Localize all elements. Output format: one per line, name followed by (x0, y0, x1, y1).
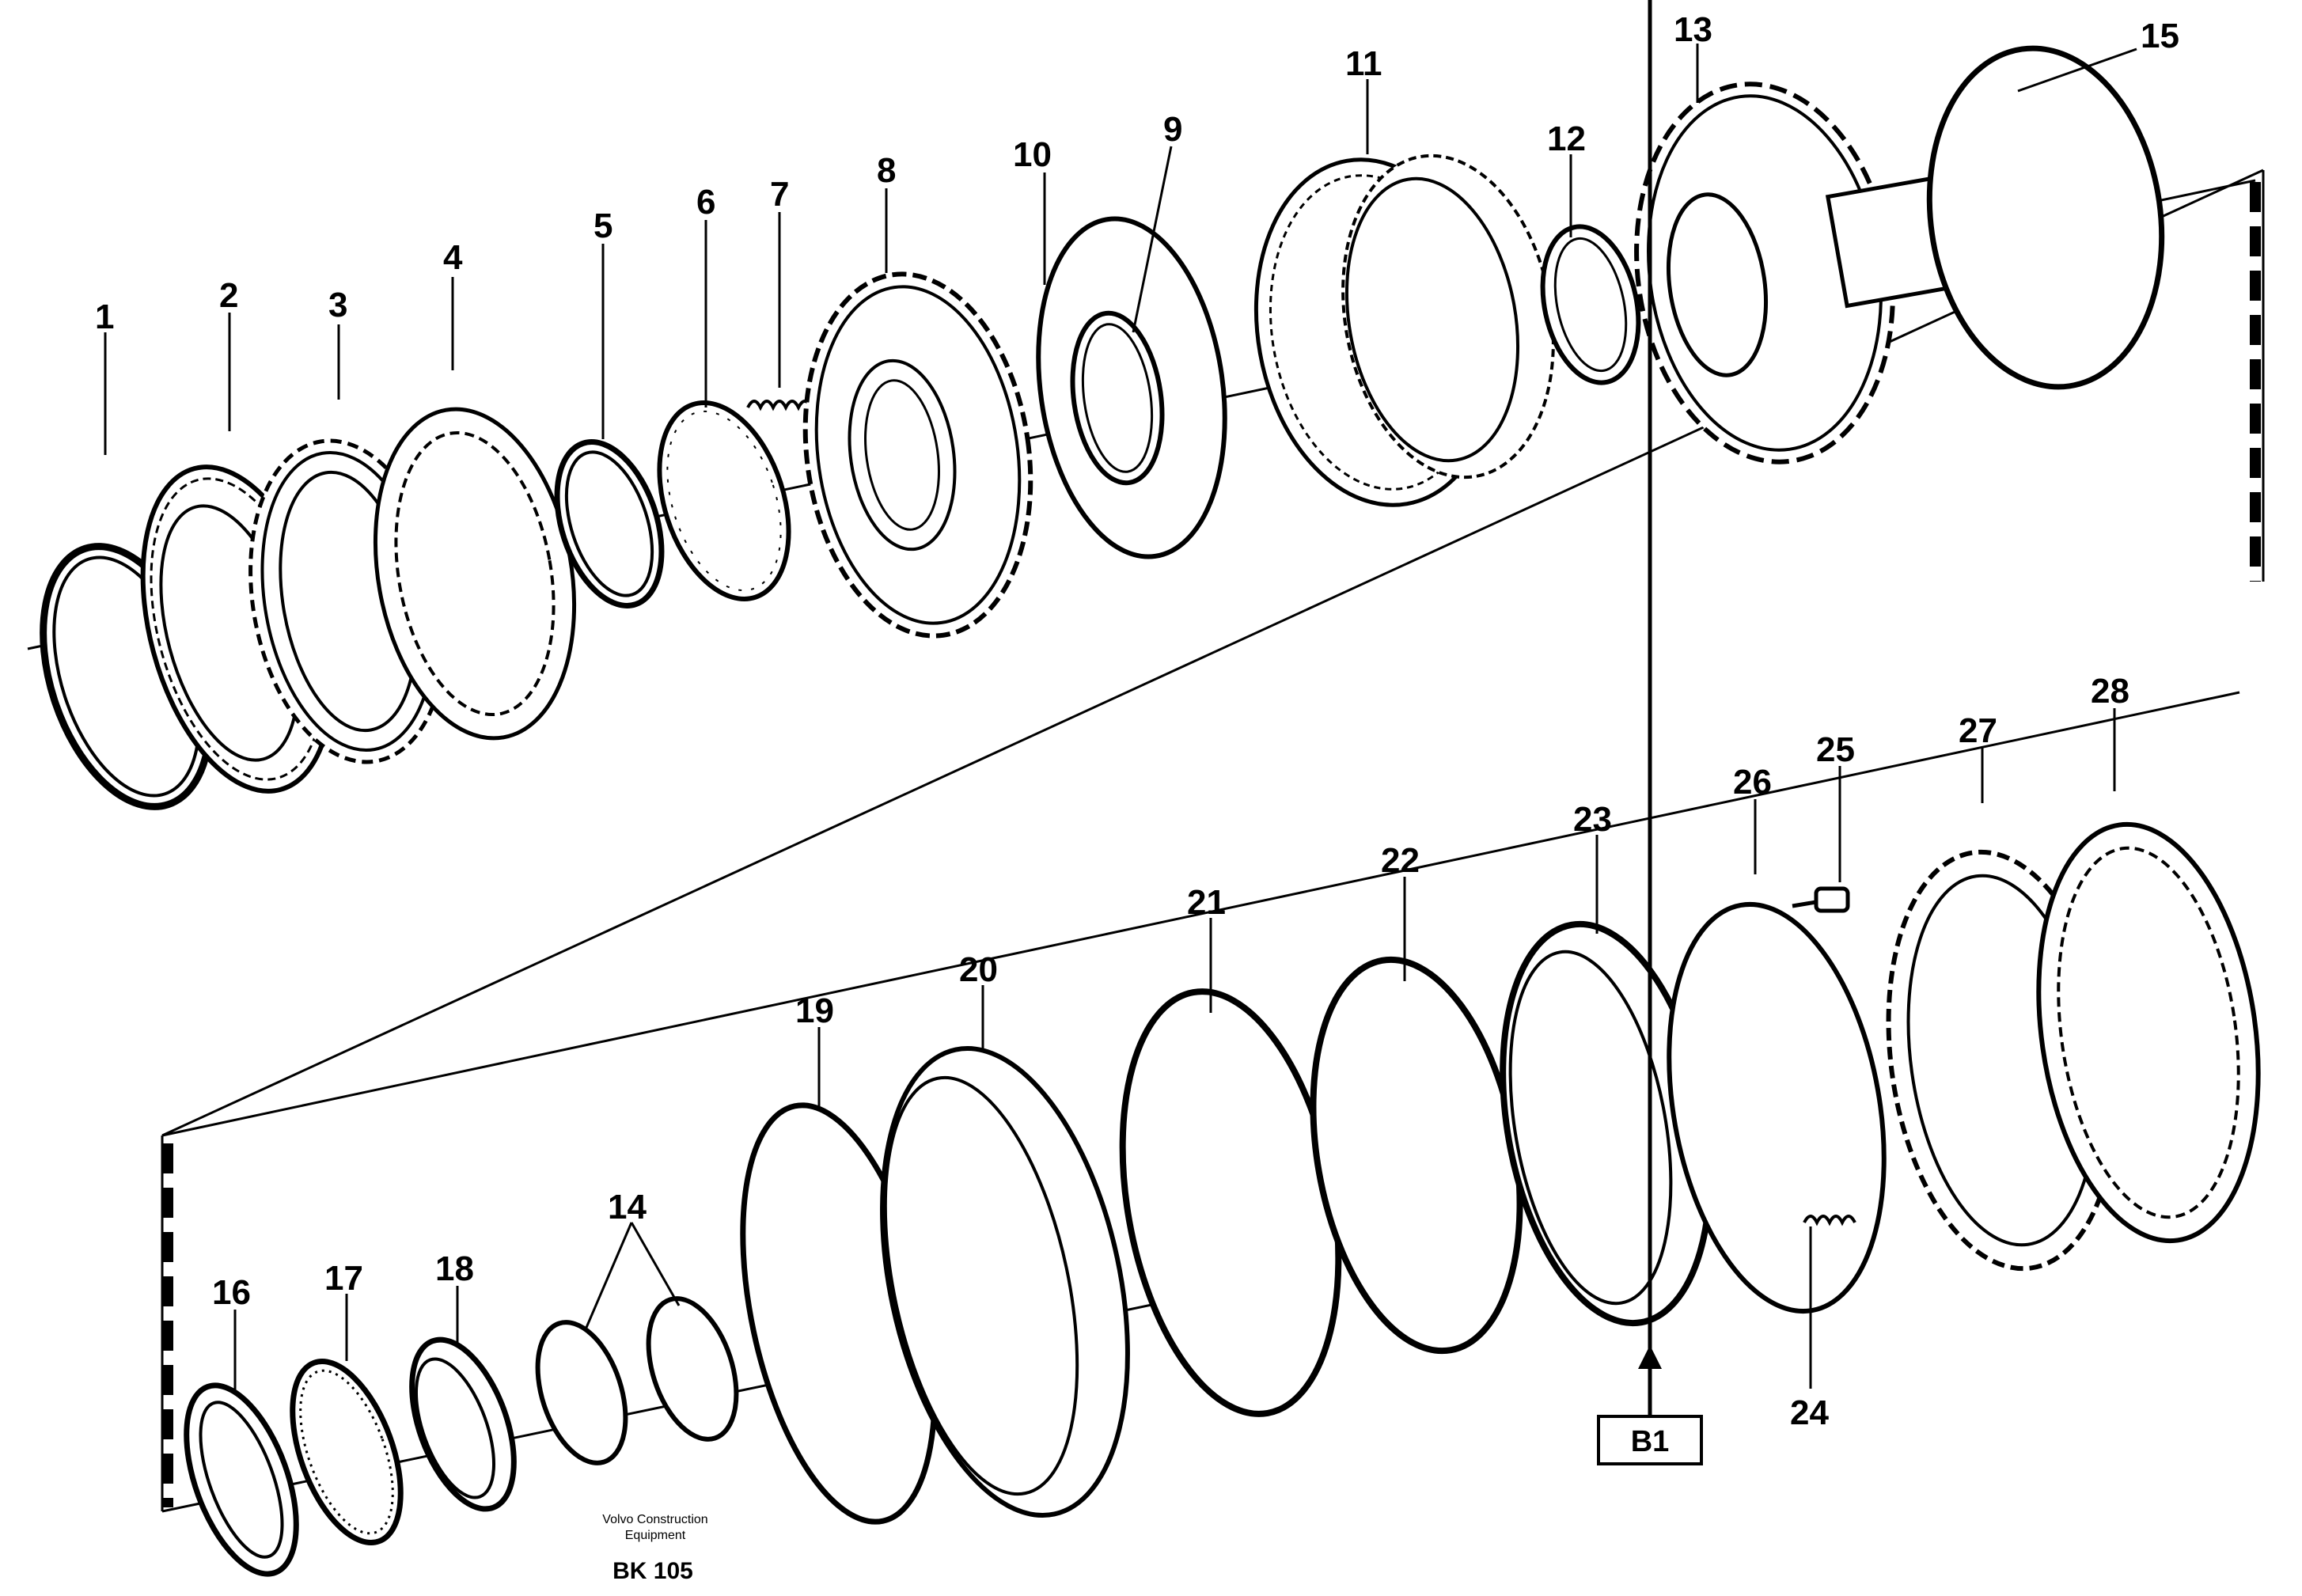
label-26: 26 (1733, 763, 1772, 802)
label-3: 3 (328, 286, 347, 324)
label-2: 2 (219, 276, 238, 315)
part-26-plate (1667, 901, 1887, 1314)
label-10: 10 (1013, 135, 1052, 174)
label-13: 13 (1674, 10, 1712, 49)
label-18: 18 (435, 1249, 474, 1288)
b1-box-label: B1 (1631, 1425, 1670, 1458)
footer-brand-line2: Equipment (625, 1529, 686, 1542)
label-27: 27 (1959, 711, 1997, 750)
part-6-bearing-washer (657, 400, 791, 601)
part-17-bearing-race (290, 1359, 404, 1545)
label-23: 23 (1573, 800, 1612, 839)
label-16: 16 (212, 1273, 251, 1312)
part-14-bushings (535, 1296, 739, 1465)
part-7-spring (746, 400, 813, 411)
label-22: 22 (1381, 841, 1420, 880)
label-8: 8 (877, 151, 896, 190)
part-5-ring (554, 439, 665, 608)
label-14: 14 (608, 1188, 647, 1226)
part-18-seal (409, 1336, 517, 1512)
label-28: 28 (2091, 672, 2129, 711)
b1-reference: B1 (1597, 0, 1703, 1465)
label-4: 4 (443, 238, 463, 277)
label-21: 21 (1187, 883, 1226, 922)
part-4-plate (373, 407, 577, 741)
label-20: 20 (959, 950, 998, 989)
label-15: 15 (2141, 17, 2179, 55)
leader-lines (104, 44, 2137, 1393)
footer-brand-line1: Volvo Construction (602, 1513, 707, 1526)
label-7: 7 (770, 175, 789, 214)
label-9: 9 (1163, 110, 1182, 149)
part-24-spring (1803, 1215, 1856, 1226)
part-23-housing-ring (1500, 920, 1713, 1327)
part-12-seal (1540, 224, 1641, 385)
part-9-ring (1070, 310, 1165, 486)
label-17: 17 (324, 1259, 363, 1298)
part-16-seal-ring (184, 1382, 299, 1577)
part-15-snap-ring (1926, 45, 2165, 390)
label-1: 1 (95, 298, 114, 336)
part-20-piston (880, 1046, 1130, 1518)
part-25-screw (1792, 886, 1850, 913)
label-19: 19 (795, 991, 834, 1030)
part-8-gear-carrier (802, 271, 1033, 639)
footer: Volvo Construction Equipment BK 105 (602, 1513, 707, 1584)
label-24: 24 (1790, 1393, 1829, 1432)
label-25: 25 (1816, 730, 1855, 769)
label-12: 12 (1547, 119, 1586, 158)
label-6: 6 (696, 183, 715, 222)
footer-code: BK 105 (612, 1558, 693, 1584)
label-5: 5 (594, 207, 612, 245)
frame-dashes (162, 182, 2261, 1507)
part-11-ring-gear (1253, 154, 1555, 507)
label-11: 11 (1345, 44, 1382, 83)
part-number-labels: 1 2 3 4 5 6 7 8 9 10 11 12 13 14 15 16 1… (95, 10, 2179, 1432)
part-28-plate (2036, 821, 2261, 1244)
